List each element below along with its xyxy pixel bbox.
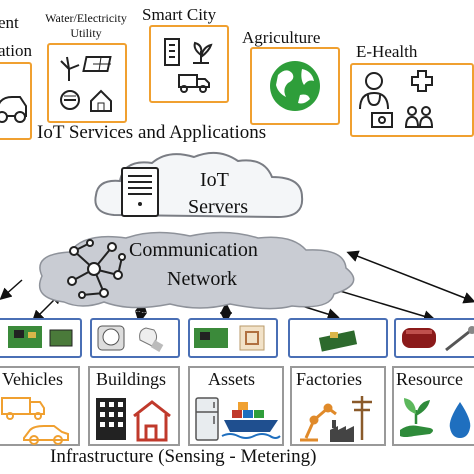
service-utility-label-2: Utility [70,26,102,40]
service-transport-label-1: ent [0,13,19,32]
category-resources-label: Resource [396,369,463,389]
device-box-assets[interactable] [188,318,278,358]
solar-panel-icon [82,56,112,72]
patient-icon [371,112,393,128]
car-icon [0,96,27,123]
rfid-tag-icon [239,325,265,351]
house-icon [90,89,112,112]
smart-meter-icon [97,325,125,351]
sensor-board-icon [318,330,358,352]
category-factories-label: Factories [296,369,362,389]
infrastructure-caption: Infrastructure (Sensing - Metering) [50,446,317,467]
category-factories[interactable]: Factories [290,366,386,446]
plant-icon [193,41,213,64]
service-agriculture-label: Agriculture [242,28,321,47]
service-smart-city-box[interactable] [149,25,229,103]
service-agriculture-box[interactable] [250,47,340,125]
category-resources[interactable]: Resource [392,366,474,446]
power-pole-icon [352,396,372,440]
service-transport-label-2: ation [0,41,32,60]
leaf-hand-icon [400,398,433,437]
category-vehicles[interactable]: Vehicles [0,366,80,446]
device-box-vehicles[interactable] [0,318,82,358]
service-smart-city-label: Smart City [142,5,217,24]
barn-house-icon [133,400,171,442]
device-box-factories[interactable] [288,318,388,358]
truck-icon [1,397,45,420]
device-box-resources[interactable] [394,318,474,358]
medical-cross-icon [411,70,433,92]
buildings-icon [164,38,180,66]
service-ehealth-label: E-Health [356,42,418,61]
service-utility-label-1: Water/Electricity [45,11,127,25]
servers-label-1: IoT [200,169,229,191]
service-utility-box[interactable] [47,43,127,123]
truck-icon [178,74,210,93]
category-vehicles-label: Vehicles [2,369,63,389]
servers-label-2: Servers [188,196,248,218]
robot-arm-icon [300,403,337,442]
bulb-icon [139,327,164,352]
cargo-ship-icon [221,402,281,439]
sensor-board-icon [194,328,228,348]
office-building-icon [96,398,126,440]
circuit-board-icon [8,326,73,348]
category-assets-label: Assets [208,369,256,389]
probe-icon [445,326,474,352]
wind-turbine-icon [60,56,80,81]
globe-icon [270,61,320,111]
network-label-1: Communication [129,239,258,261]
network-nodes-icon [67,239,126,299]
service-ehealth-box[interactable] [350,63,474,137]
category-buildings-label: Buildings [96,369,167,389]
water-drop-icon [449,402,471,438]
category-assets[interactable]: Assets [188,366,284,446]
service-transport-box[interactable] [0,62,32,140]
category-buildings[interactable]: Buildings [88,366,180,446]
server-rack-icon [121,167,159,217]
refrigerator-icon [195,397,219,441]
car-icon [23,425,69,445]
meter-icon [60,90,80,110]
network-label-2: Network [167,268,237,290]
family-icon [404,106,434,128]
cylinder-sensor-icon [402,328,436,348]
services-caption: IoT Services and Applications [37,122,267,143]
doctor-icon [359,72,389,110]
device-box-buildings[interactable] [90,318,180,358]
factory-icon [330,420,354,442]
